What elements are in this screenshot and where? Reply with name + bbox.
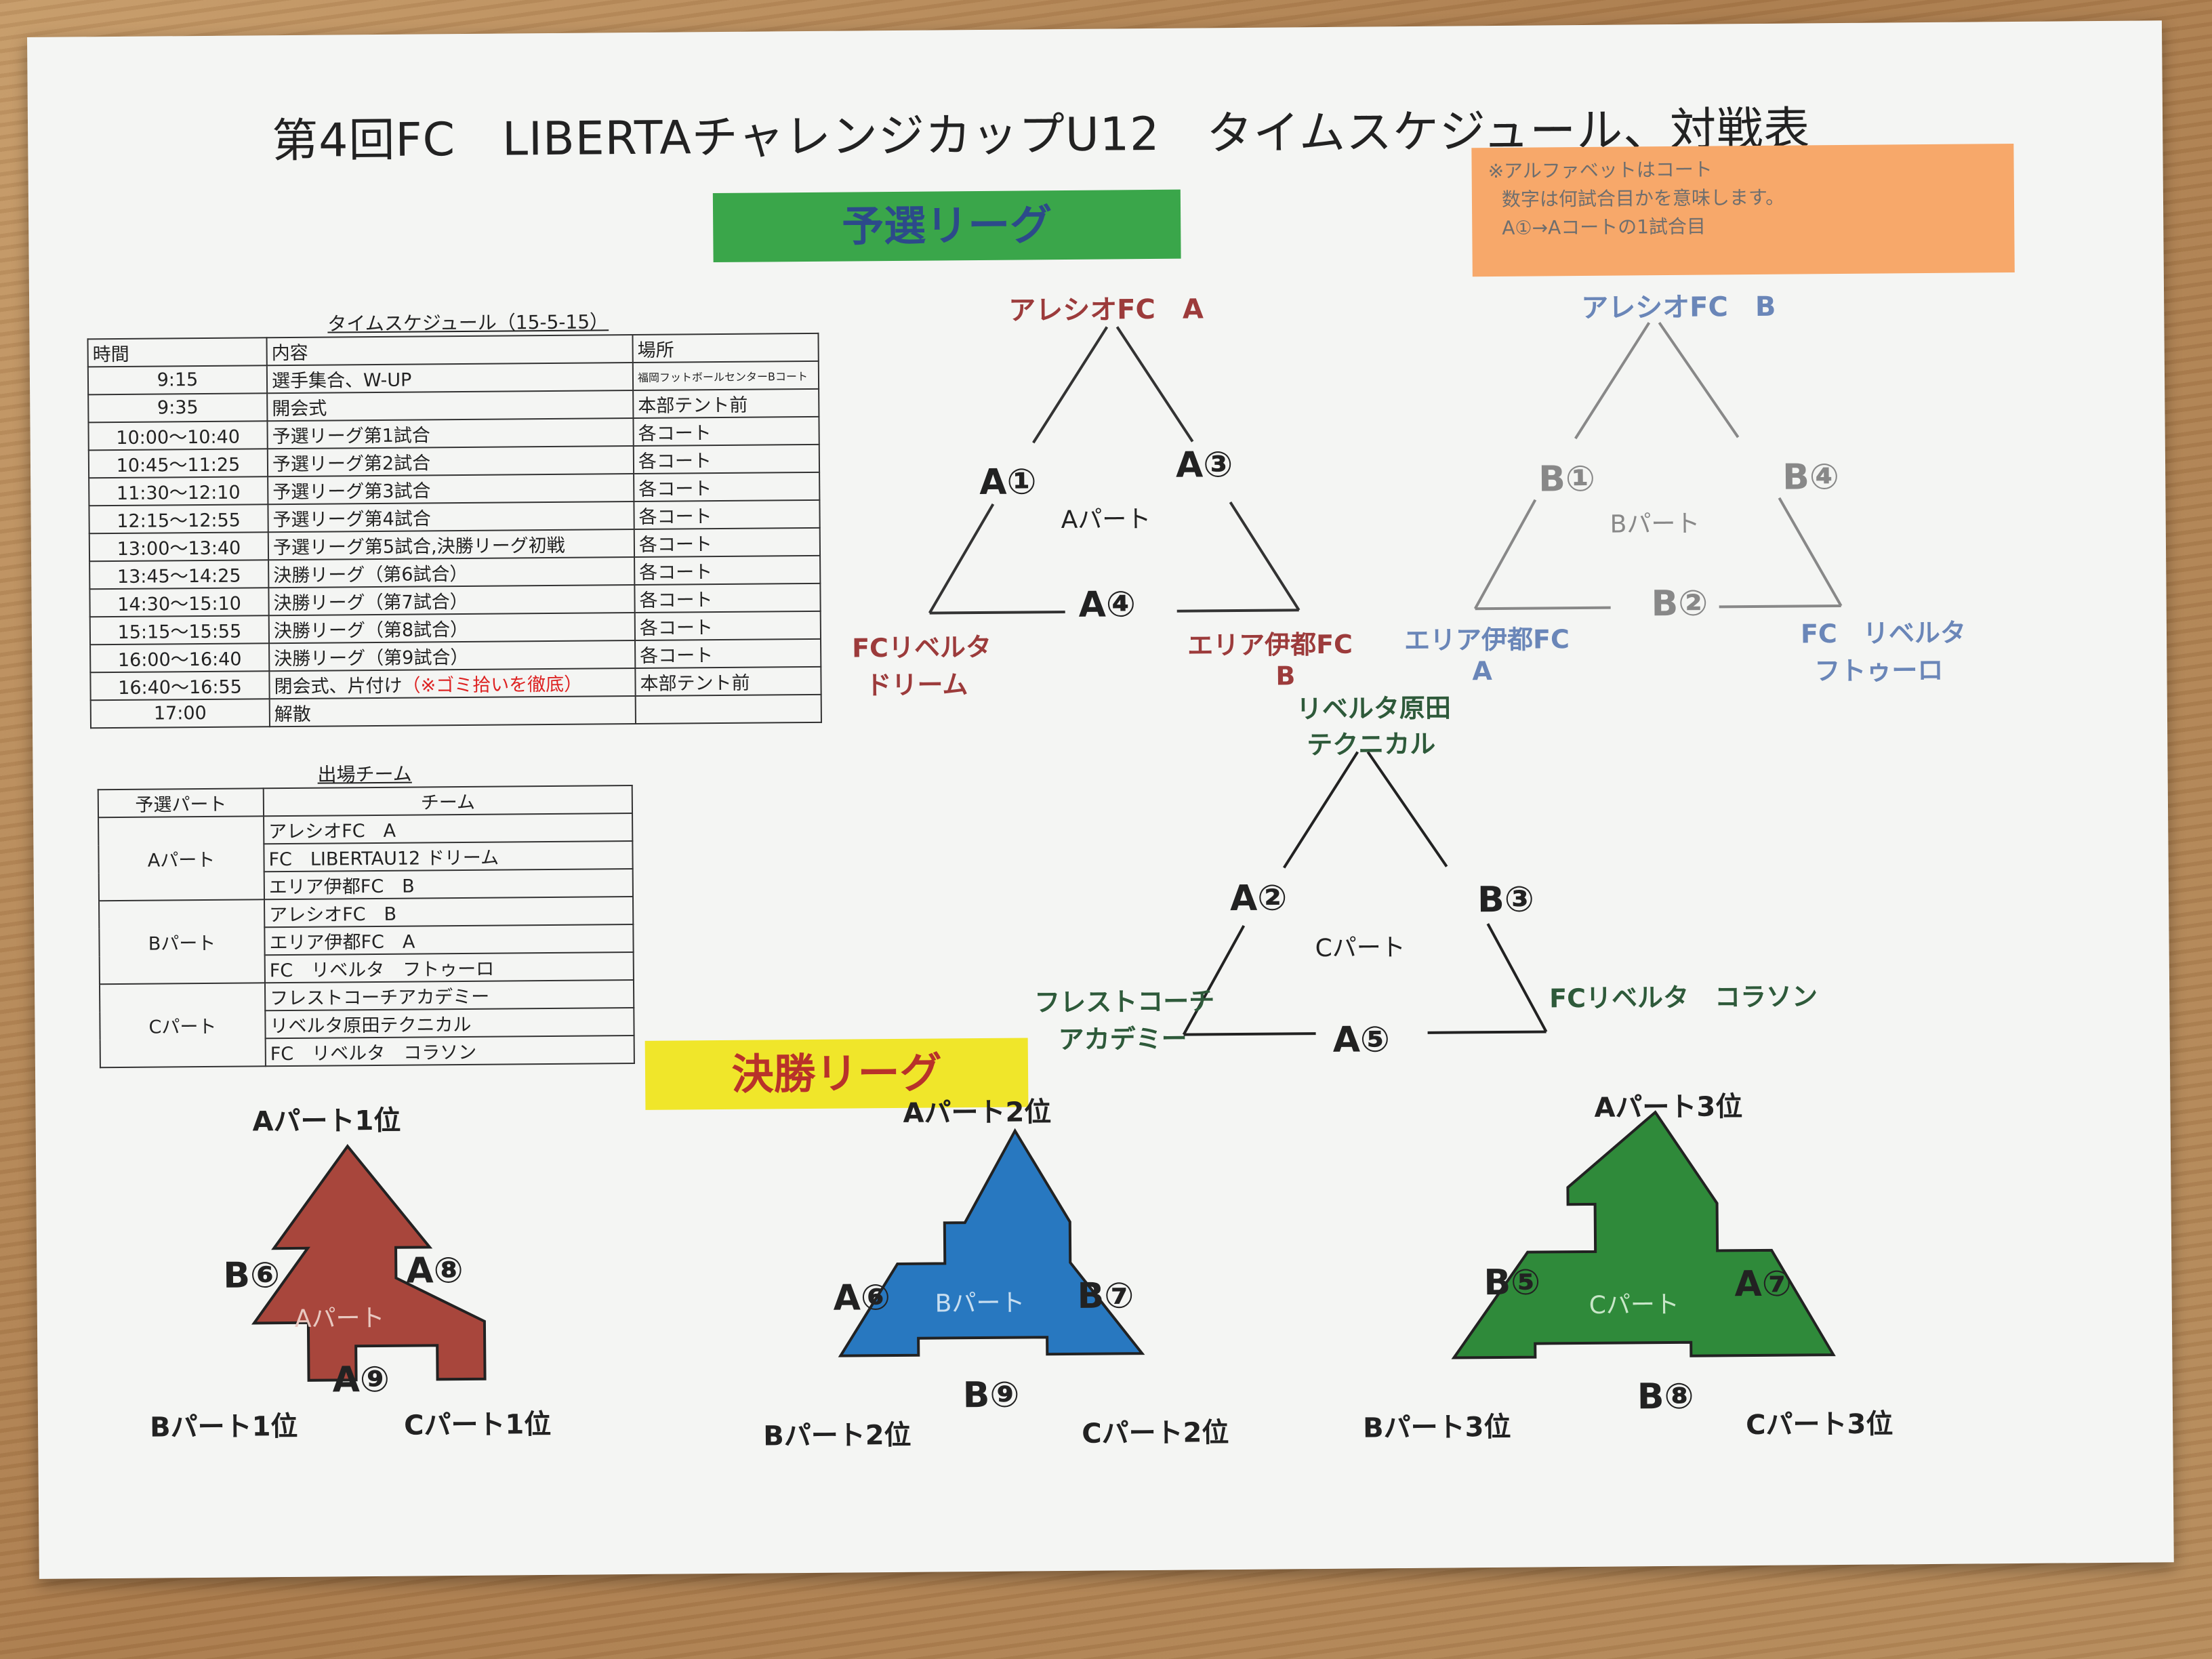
final-c-shape — [1451, 1110, 1836, 1359]
final-c-right-match: A⑦ — [1734, 1263, 1793, 1305]
prelim-a-left-match: A① — [979, 462, 1037, 503]
prelim-a-bottom-left-team-1: FCリベルタ — [851, 632, 992, 663]
league-diagrams — [251, 321, 1843, 1382]
prelim-c-top-team-2: テクニカル — [1307, 729, 1436, 760]
prelim-b-right-match: B④ — [1782, 457, 1840, 498]
prelim-b-bottom-match: B② — [1651, 583, 1708, 625]
prelim-b-bottom-left-team-2: A — [1472, 656, 1493, 687]
prelim-b-bottom-right-team-1: FC リベルタ — [1800, 617, 1967, 649]
final-b-bottom-right-team: Cパート2位 — [1082, 1417, 1229, 1450]
final-a-bottom-left-team: Bパート1位 — [149, 1410, 298, 1443]
prelim-a-right-match: A③ — [1175, 445, 1233, 486]
prelim-c-center-label: Cパート — [1315, 934, 1406, 963]
prelim-a-bottom-left-team-2: ドリーム — [865, 670, 968, 701]
final-a-left-match: B⑥ — [223, 1255, 281, 1296]
final-c-bottom-right-team: Cパート3位 — [1745, 1408, 1893, 1441]
prelim-c-triangle — [1182, 751, 1548, 1036]
final-c-top-team: Aパート3位 — [1594, 1091, 1743, 1124]
prelim-b-center-label: Bパート — [1610, 510, 1700, 539]
final-b-bottom-match: B⑨ — [962, 1374, 1020, 1416]
final-b-top-team: Aパート2位 — [903, 1097, 1052, 1129]
prelim-c-bottom-match: A⑤ — [1332, 1019, 1391, 1061]
prelim-a-top-team: アレシオFC A — [1008, 293, 1204, 327]
final-b-right-match: B⑦ — [1077, 1275, 1134, 1317]
final-b-center-label: Bパート — [935, 1289, 1025, 1318]
prelim-c-bottom-right-team: FCリベルタ コラソン — [1549, 981, 1818, 1014]
paper-sheet: 第4回FC LIBERTAチャレンジカップU12 タイムスケジュール、対戦表 予… — [27, 20, 2174, 1579]
final-a-bottom-match: A⑨ — [332, 1359, 390, 1401]
prelim-a-bottom-match: A④ — [1078, 584, 1136, 626]
prelim-c-bottom-left-team-1: フレストコーチ — [1034, 986, 1215, 1018]
final-c-center-label: Cパート — [1589, 1290, 1680, 1319]
final-c-bottom-left-team: Bパート3位 — [1363, 1411, 1511, 1444]
final-a-center-label: Aパート — [294, 1304, 385, 1333]
prelim-b-left-match: B① — [1538, 458, 1596, 500]
prelim-a-center-label: Aパート — [1061, 505, 1151, 535]
final-a-right-match: A⑧ — [406, 1250, 464, 1292]
final-c-left-match: B⑤ — [1483, 1262, 1541, 1304]
prelim-b-bottom-right-team-2: フトゥーロ — [1814, 655, 1944, 687]
final-b-bottom-left-team: Bパート2位 — [763, 1419, 912, 1452]
final-a-shape — [251, 1144, 487, 1382]
prelim-c-left-match: A② — [1229, 878, 1288, 920]
final-a-bottom-right-team: Cパート1位 — [403, 1408, 552, 1441]
prelim-c-bottom-left-team-2: アカデミー — [1058, 1023, 1187, 1055]
prelim-b-bottom-left-team-1: エリア伊都FC — [1404, 624, 1570, 656]
prelim-a-bottom-right-team-2: B — [1275, 661, 1296, 691]
final-a-top-team: Aパート1位 — [252, 1105, 401, 1138]
prelim-b-triangle — [1473, 321, 1843, 611]
prelim-c-top-team-1: リベルタ原田 — [1296, 693, 1452, 724]
final-c-bottom-match: B⑧ — [1637, 1376, 1694, 1418]
prelim-b-top-team: アレシオFC B — [1581, 291, 1776, 325]
final-b-left-match: A⑥ — [833, 1277, 891, 1319]
final-b-shape — [838, 1128, 1145, 1357]
prelim-a-bottom-right-team-1: エリア伊都FC — [1187, 629, 1353, 661]
prelim-c-right-match: B③ — [1477, 879, 1534, 921]
prelim-a-triangle — [928, 326, 1300, 615]
